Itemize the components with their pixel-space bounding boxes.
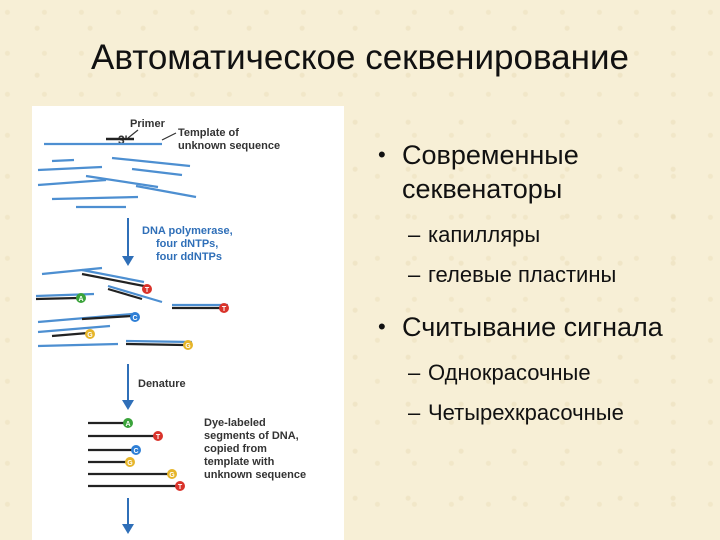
labeled-segments [88, 421, 176, 488]
bullet-2: • Считывание сигнала [378, 310, 708, 344]
arrow-3 [122, 498, 134, 534]
bullet-1: • Современные секвенаторы [378, 138, 708, 206]
bullet-list: • Современные секвенаторы – капилляры – … [378, 138, 708, 438]
segments-label-1: Dye-labeled [204, 417, 266, 429]
dye-g-1 [85, 329, 95, 339]
dye-a-2-label: A [125, 421, 130, 428]
dye-g-3-label: G [127, 460, 133, 467]
bullet-2-text: Считывание сигнала [402, 312, 663, 342]
dash-glyph: – [408, 222, 421, 247]
dye-g-2 [183, 340, 193, 350]
template-label-2: unknown sequence [178, 140, 280, 152]
slide-title: Автоматическое секвенирование [91, 38, 629, 77]
segments-label-2: segments of DNA, [204, 430, 299, 442]
polymerase-label-1: DNA polymerase, [142, 225, 233, 237]
dye-g-4 [167, 469, 177, 479]
arrow-1 [122, 218, 134, 266]
bullet-1-sub-2-text: гелевые пластины [428, 262, 617, 287]
segments-label-3: copied from [204, 443, 267, 455]
dye-t-1-label: T [145, 287, 150, 294]
dye-c-1-label: C [132, 315, 137, 322]
dye-a-2 [123, 418, 133, 428]
dye-a-1-label: A [78, 296, 83, 303]
segments-label-4: template with [204, 456, 275, 468]
bullet-1-glyph: • [378, 142, 386, 167]
dye-c-2-label: C [133, 448, 138, 455]
segments-label-5: unknown sequence [204, 469, 306, 481]
dye-g-4-label: G [169, 472, 175, 479]
dye-t-2-label: T [222, 306, 227, 313]
polymerase-label-2: four dNTPs, [156, 238, 218, 250]
dye-t-3-label: T [156, 434, 161, 441]
dye-t-4 [175, 481, 185, 491]
bullet-1-sub-1: – капилляры [378, 220, 708, 250]
arrow-2 [122, 364, 134, 410]
dash-glyph: – [408, 360, 421, 385]
sequencing-diagram-svg: Primer 3' Template of unknown sequence [35, 118, 306, 534]
dash-glyph: – [408, 262, 421, 287]
template-pointer [161, 132, 177, 141]
primer-pointer [127, 129, 139, 139]
primer-label: Primer [130, 118, 166, 130]
dye-a-1 [76, 293, 86, 303]
bullet-1-text: Современные секвенаторы [402, 140, 579, 204]
bullet-2-sub-2: – Четырехкрасочные [378, 398, 708, 428]
dye-t-4-label: T [178, 484, 183, 491]
dye-g-2-label: G [185, 343, 191, 350]
bullet-2-sub-2-text: Четырехкрасочные [428, 400, 624, 425]
sequencing-diagram: Primer 3' Template of unknown sequence [32, 106, 344, 540]
dye-c-1 [130, 312, 140, 322]
dye-g-3 [125, 457, 135, 467]
bullet-2-sub-1: – Однокрасочные [378, 358, 708, 388]
dye-t-3 [153, 431, 163, 441]
template-label-1: Template of [178, 127, 239, 139]
polymerase-label-3: four ddNTPs [156, 251, 222, 263]
extended-strands [35, 266, 228, 348]
dye-c-2 [131, 445, 141, 455]
bullet-2-sub-1-text: Однокрасочные [428, 360, 591, 385]
dye-g-1-label: G [87, 332, 93, 339]
dye-t-1 [142, 284, 152, 294]
template-strands [37, 142, 197, 209]
bullet-1-sub-2: – гелевые пластины [378, 260, 708, 290]
bullet-1-sub-1-text: капилляры [428, 222, 541, 247]
dash-glyph: – [408, 400, 421, 425]
bullet-2-glyph: • [378, 314, 386, 339]
denature-label: Denature [138, 378, 186, 390]
dye-t-2 [219, 303, 229, 313]
